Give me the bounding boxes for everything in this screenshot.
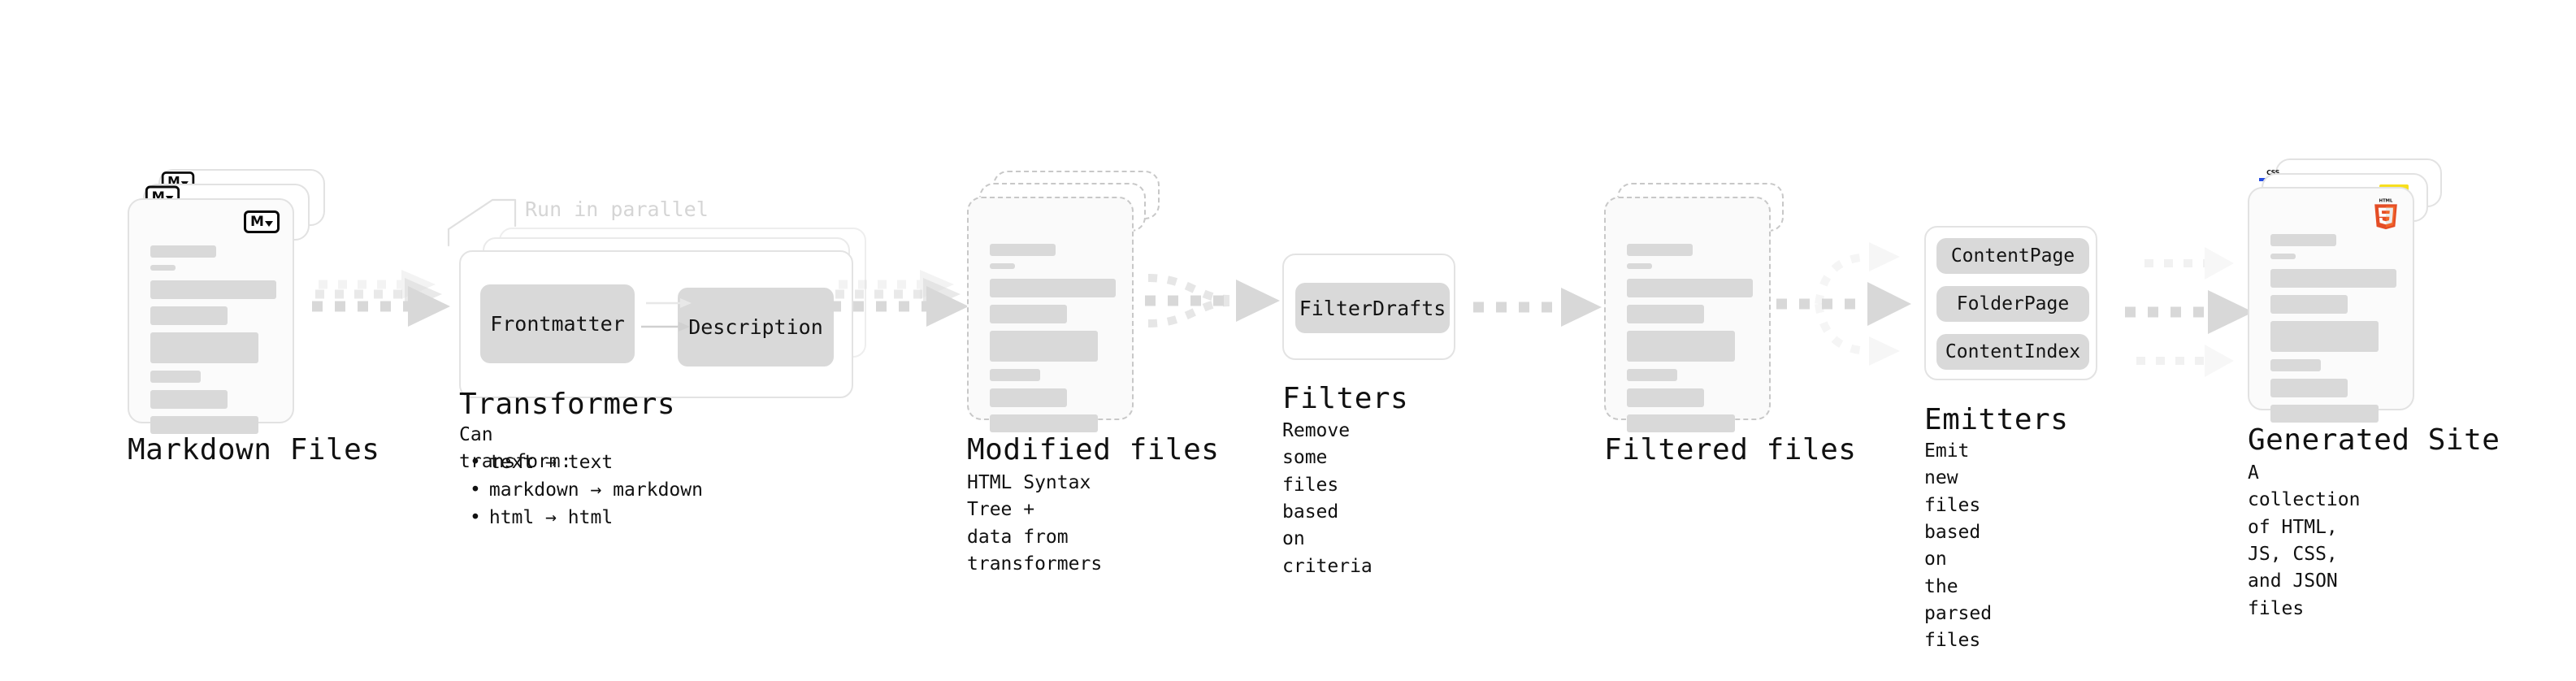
stage-subtitle-emitters: Emit new files based on the parsed files <box>1924 440 1993 652</box>
transformer-inner-arrow <box>641 320 692 333</box>
connector-markdown-to-transformers <box>312 264 475 345</box>
content-line <box>990 388 1067 407</box>
transformer-inner-arrow <box>646 297 693 310</box>
transformer-pill-label: Frontmatter <box>490 312 625 336</box>
content-line <box>150 265 176 271</box>
stage-subtitle-filters: Remove some files based on criteria <box>1282 420 1373 577</box>
emitter-pill-contentpage[interactable]: ContentPage <box>1936 238 2089 274</box>
stage-title-filters: Filters <box>1282 382 1409 415</box>
filters-box: FilterDrafts <box>1282 254 1455 360</box>
emitter-pill-label: FolderPage <box>1956 293 2070 314</box>
emitters-box: ContentPage FolderPage ContentIndex <box>1924 226 2097 380</box>
content-line <box>150 245 216 258</box>
content-line <box>1627 369 1677 381</box>
content-line <box>1627 244 1693 256</box>
emitter-pill-folderpage[interactable]: FolderPage <box>1936 286 2089 322</box>
run-in-parallel-leader <box>445 195 543 252</box>
content-line <box>1627 331 1736 362</box>
modified-card-content <box>990 244 1116 432</box>
list-item: html → html <box>470 504 703 531</box>
content-line <box>990 244 1056 256</box>
content-line <box>2270 379 2348 397</box>
css-icon-label: CSS <box>2259 169 2287 176</box>
content-line <box>1627 388 1704 407</box>
stage-title-markdown-files: Markdown Files <box>128 433 380 466</box>
list-item: markdown → markdown <box>470 476 703 504</box>
content-line <box>990 414 1099 432</box>
content-line <box>1627 279 1753 297</box>
connector-transformers-to-modified <box>830 264 993 345</box>
content-line <box>150 332 259 363</box>
html5-icon: HTML <box>2372 197 2400 230</box>
content-line <box>1627 414 1736 432</box>
emitter-pill-label: ContentIndex <box>1945 341 2081 362</box>
content-line <box>2270 359 2321 371</box>
content-line <box>990 369 1040 381</box>
run-in-parallel-label: Run in parallel <box>525 197 709 221</box>
transformer-pill-frontmatter[interactable]: Frontmatter <box>480 284 635 363</box>
transformers-bullet-list: text → text markdown → markdown html → h… <box>470 449 703 531</box>
content-line <box>990 279 1116 297</box>
filter-pill-label: FilterDrafts <box>1299 296 1446 320</box>
content-line <box>1627 305 1704 323</box>
stage-title-transformers: Transformers <box>459 388 676 421</box>
content-line <box>990 263 1015 269</box>
markdown-icon-arrow <box>165 195 174 202</box>
content-line <box>2270 321 2379 352</box>
content-line <box>990 305 1067 323</box>
transformer-pill-description[interactable]: Description <box>678 288 834 367</box>
stage-subtitle-modified-files: HTML Syntax Tree + data from transformer… <box>967 472 1103 575</box>
emitter-pill-contentindex[interactable]: ContentIndex <box>1936 334 2089 370</box>
markdown-icon-arrow <box>264 220 273 227</box>
content-line <box>2270 295 2348 314</box>
connector-filtered-to-emitters <box>1776 236 1931 374</box>
filtered-card-content <box>1627 244 1753 432</box>
content-line <box>2270 254 2296 259</box>
content-line <box>150 390 228 409</box>
content-line <box>150 371 201 383</box>
markdown-card-front: M <box>128 198 294 434</box>
markdown-card-content <box>150 245 276 434</box>
transformer-box-front: Frontmatter Description <box>459 250 853 398</box>
content-line <box>2270 234 2336 246</box>
stage-subtitle-generated-site: A collection of HTML, JS, CSS, and JSON … <box>2248 462 2361 619</box>
content-line <box>150 306 228 325</box>
svg-text:HTML: HTML <box>2379 199 2393 204</box>
stage-title-filtered-files: Filtered files <box>1604 433 1857 466</box>
stage-title-emitters: Emitters <box>1924 403 2069 436</box>
stage-title-generated-site: Generated Site <box>2248 423 2500 457</box>
filtered-card-front <box>1604 197 1771 432</box>
transformer-pill-label: Description <box>688 315 823 339</box>
content-line <box>990 331 1099 362</box>
list-item: text → text <box>470 449 703 476</box>
site-card-front: HTML <box>2248 187 2414 423</box>
markdown-icon-letter: M <box>250 213 264 230</box>
content-line <box>1627 263 1652 269</box>
filter-pill-filterdrafts[interactable]: FilterDrafts <box>1295 283 1450 333</box>
emitter-pill-label: ContentPage <box>1950 245 2075 267</box>
connector-modified-to-filters <box>1140 254 1295 351</box>
content-line <box>150 416 259 434</box>
content-line <box>2270 269 2396 288</box>
markdown-icon-arrow <box>180 180 189 187</box>
connector-emitters-to-site <box>2110 234 2273 377</box>
connector-filters-to-filtered <box>1473 284 1620 333</box>
markdown-icon: M <box>244 210 280 233</box>
stage-title-modified-files: Modified files <box>967 433 1220 466</box>
content-line <box>150 280 276 299</box>
site-card-content <box>2270 234 2396 423</box>
content-line <box>2270 405 2379 423</box>
modified-card-front <box>967 197 1134 432</box>
